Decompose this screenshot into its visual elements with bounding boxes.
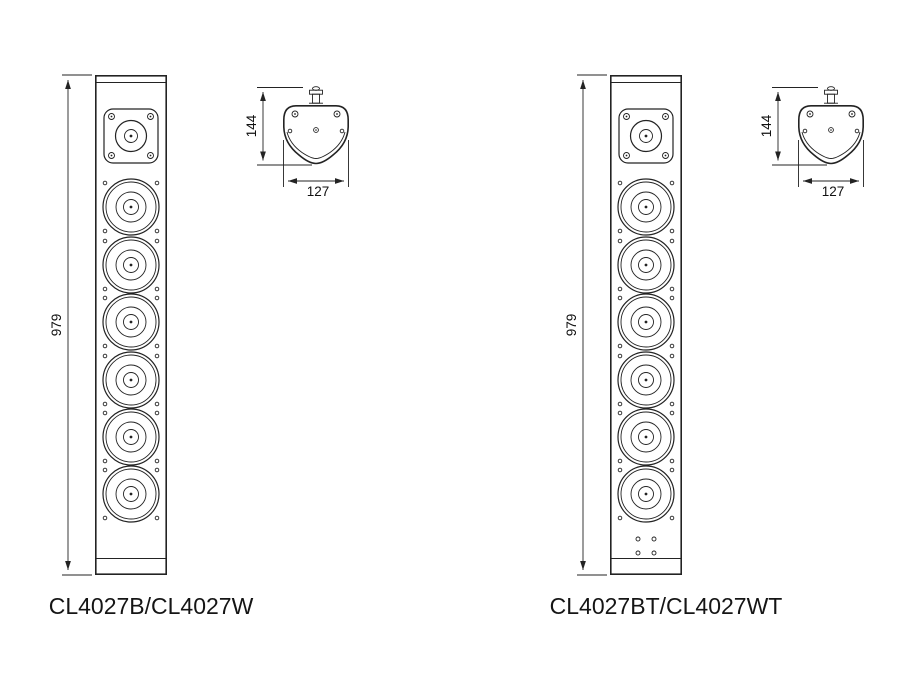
figure-right: 979 144 127 CL4027BT/CL4027WT xyxy=(550,75,864,619)
top-width-dimension-value: 127 xyxy=(307,184,330,199)
height-dimension-lines xyxy=(577,75,607,575)
height-dimension-lines xyxy=(62,75,92,575)
top-height-dimension-value: 144 xyxy=(759,114,774,137)
top-view-dimension-lines xyxy=(772,88,864,188)
model-label: CL4027B/CL4027W xyxy=(49,593,254,619)
top-view-drawing xyxy=(799,87,863,164)
figure-left: 979 144 127 CL4027B/CL4027W xyxy=(49,75,349,619)
front-view-drawing xyxy=(96,76,166,574)
front-view-drawing xyxy=(611,76,681,574)
top-width-dimension-value: 127 xyxy=(822,184,845,199)
top-view-dimension-lines xyxy=(257,88,349,188)
pole-mount-holes xyxy=(635,536,657,556)
top-view-drawing xyxy=(284,87,348,164)
model-label: CL4027BT/CL4027WT xyxy=(550,593,783,619)
top-height-dimension-value: 144 xyxy=(244,114,259,137)
height-dimension-value: 979 xyxy=(564,314,579,337)
height-dimension-value: 979 xyxy=(49,314,64,337)
